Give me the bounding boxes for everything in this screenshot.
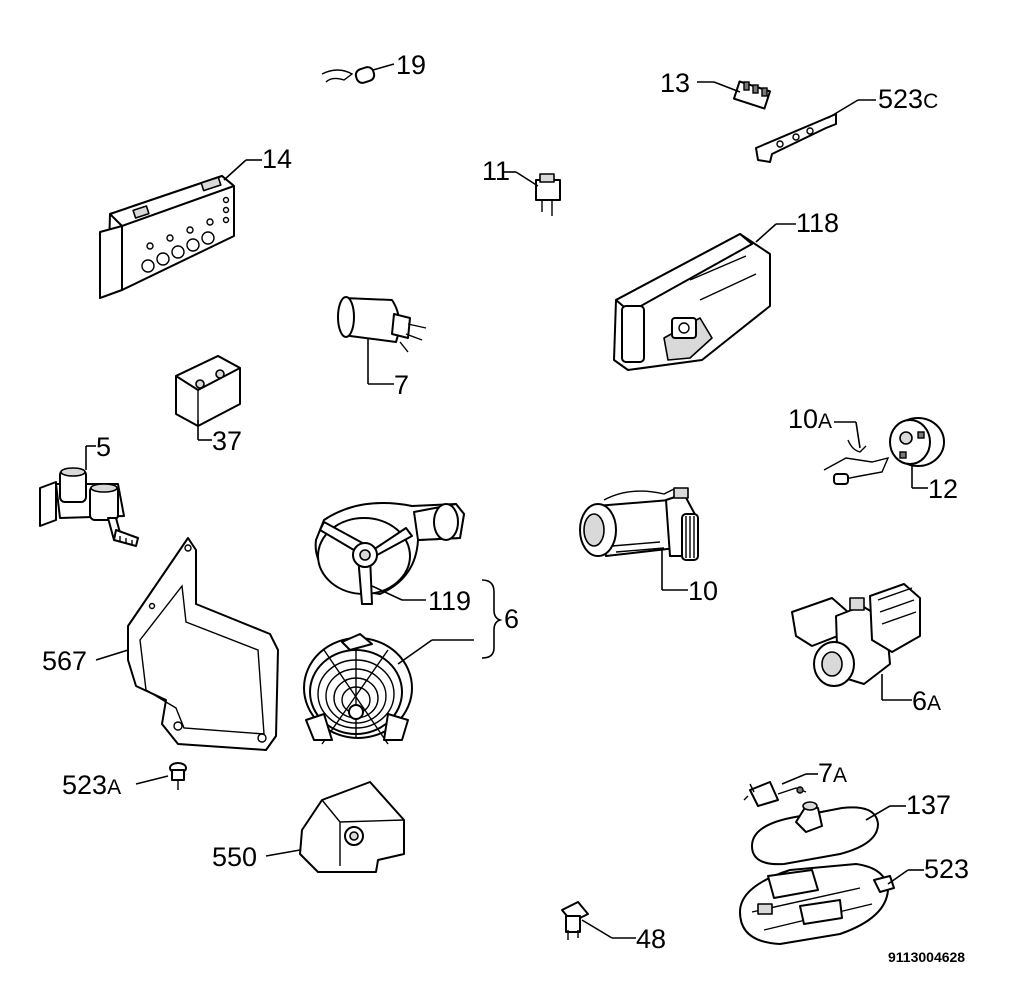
label-5: 5	[96, 432, 111, 462]
part-11-capacitor: 7	[337, 296, 427, 400]
label-523: 523	[924, 854, 969, 884]
part-137-cover: 137	[751, 790, 951, 866]
label-13: 13	[660, 68, 690, 98]
part-13-switch: 13	[660, 68, 771, 110]
label-12: 12	[928, 474, 958, 504]
label-7: 11	[482, 156, 510, 186]
part-523a-screw: 523A	[62, 762, 187, 800]
label-137: 137	[906, 790, 951, 820]
part-6-group: 6	[481, 579, 519, 659]
part-37-filter: 37	[175, 355, 242, 456]
label-10: 10	[688, 576, 718, 606]
part-6a-drain-pump: 6A	[791, 583, 941, 716]
part-10a-heater-link: 10A	[788, 404, 890, 485]
label-118: 118	[796, 208, 839, 238]
label-523c: 523C	[878, 84, 938, 114]
label-19: 19	[396, 50, 426, 80]
label-523a: 523A	[62, 770, 121, 800]
label-550: 550	[212, 842, 257, 872]
part-523-sump: 523	[739, 854, 969, 945]
part-523c-bracket: 523C	[755, 84, 938, 163]
part-6-fan-impeller	[303, 633, 474, 745]
part-19-thermistor: 19	[321, 50, 426, 84]
part-7a-sensor: 7A	[743, 758, 847, 807]
part-48-grommet: 48	[561, 901, 666, 954]
part-5-inlet-valve: 5	[39, 432, 139, 547]
part-12-pressure-switch: 12	[889, 417, 958, 504]
part-118-dispenser: 118	[613, 208, 839, 371]
label-6a: 6A	[912, 686, 941, 716]
label-48: 48	[636, 924, 666, 954]
part-7-relay: 11	[482, 156, 561, 216]
label-11: 7	[394, 370, 409, 400]
part-119-fan-housing: 119	[314, 502, 471, 616]
label-119: 119	[428, 586, 471, 616]
label-10a: 10A	[788, 404, 832, 434]
part-10-heater: 10	[579, 487, 718, 606]
document-number: 9113004628	[888, 949, 965, 965]
part-14-control-board: 14	[99, 144, 292, 299]
part-567-bracket: 567	[42, 537, 279, 751]
label-7a: 7A	[818, 758, 847, 788]
label-567: 567	[42, 646, 87, 676]
label-6: 6	[504, 604, 519, 634]
part-550-cover: 550	[212, 781, 405, 873]
label-37: 37	[212, 426, 242, 456]
label-14: 14	[262, 144, 292, 174]
